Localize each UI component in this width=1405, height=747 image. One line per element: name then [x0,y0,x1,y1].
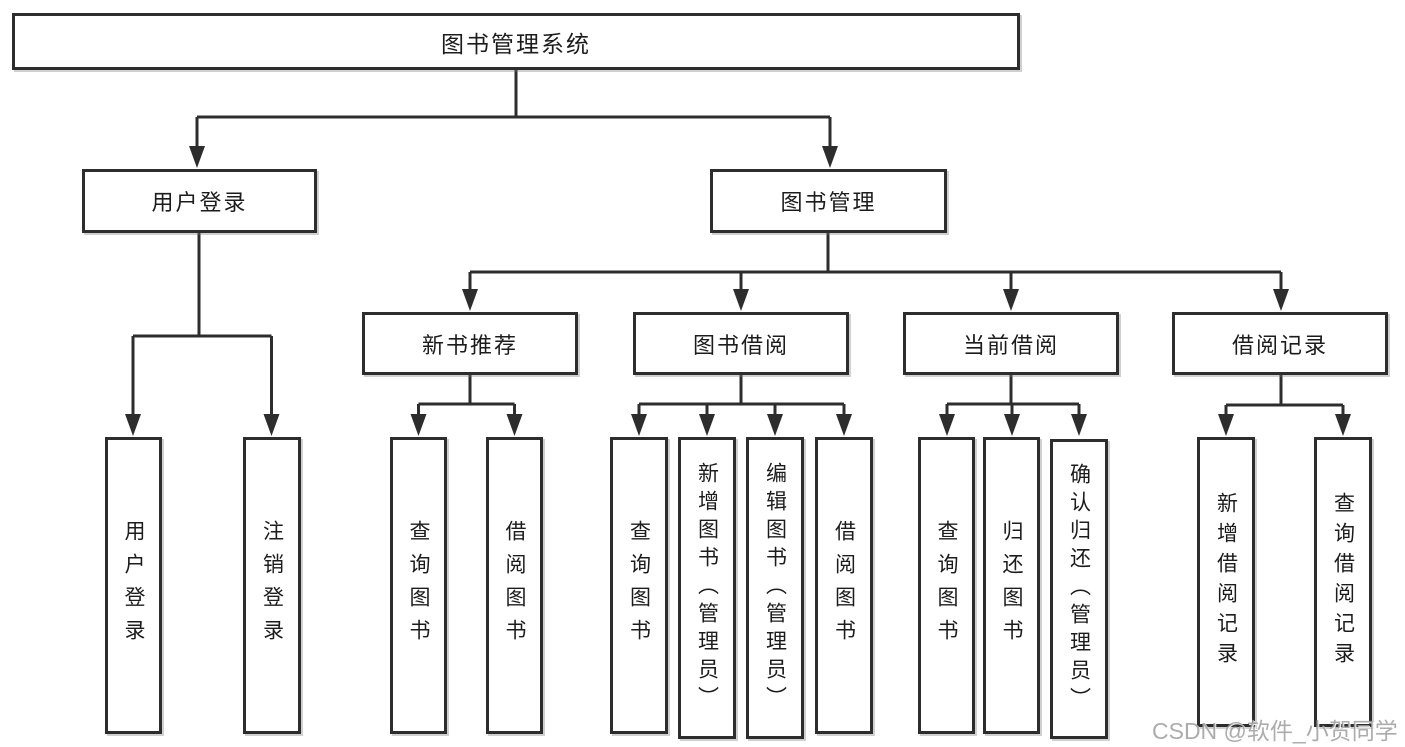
leaf-confirm-return-admin-label: 确认归还（管理员） [1067,463,1091,715]
node-root-label: 图书管理系统 [441,30,591,57]
leaf-user-login-label: 用户登录 [122,519,145,652]
node-borrow-record: 借阅记录 [1172,312,1388,375]
node-book-management-label: 图书管理 [780,190,877,215]
leaf-query-book-2-label: 查询图书 [627,519,651,652]
leaf-query-book-1-label: 查询图书 [407,519,430,652]
node-user-login-label: 用户登录 [151,190,248,215]
node-current-borrow: 当前借阅 [903,312,1119,375]
node-book-borrow: 图书借阅 [633,312,849,375]
node-book-management: 图书管理 [710,169,947,233]
leaf-user-login: 用户登录 [105,437,162,734]
leaf-return-book-label: 归还图书 [1000,519,1023,652]
leaf-query-borrow-record: 查询借阅记录 [1314,437,1372,727]
node-book-borrow-label: 图书借阅 [692,332,789,358]
node-new-book-recommend: 新书推荐 [362,312,578,375]
leaf-add-borrow-record-label: 新增借阅记录 [1214,492,1238,672]
leaf-edit-book-admin: 编辑图书（管理员） [746,437,804,739]
leaf-query-borrow-record-label: 查询借阅记录 [1331,492,1355,672]
leaf-borrow-book-1: 借阅图书 [486,437,543,734]
leaf-borrow-book-2: 借阅图书 [815,437,873,734]
leaf-query-book-3: 查询图书 [918,437,975,734]
leaf-query-book-2: 查询图书 [610,437,668,734]
leaf-add-book-admin-label: 新增图书（管理员） [695,462,719,714]
node-new-book-recommend-label: 新书推荐 [421,332,518,358]
leaf-add-book-admin: 新增图书（管理员） [678,437,736,739]
leaf-confirm-return-admin: 确认归还（管理员） [1050,439,1108,739]
leaf-logout: 注销登录 [243,437,301,734]
leaf-query-book-1: 查询图书 [390,437,447,734]
leaf-add-borrow-record: 新增借阅记录 [1197,437,1255,727]
csdn-watermark: CSDN @软件_小贺同学 [1152,718,1398,744]
node-root-system: 图书管理系统 [12,13,1020,70]
leaf-return-book: 归还图书 [983,437,1040,734]
node-user-login: 用户登录 [82,169,317,233]
leaf-edit-book-admin-label: 编辑图书（管理员） [763,462,787,714]
node-current-borrow-label: 当前借阅 [962,332,1059,358]
leaf-query-book-3-label: 查询图书 [935,519,958,652]
leaf-logout-label: 注销登录 [260,519,284,652]
leaf-borrow-book-1-label: 借阅图书 [503,519,526,652]
leaf-borrow-book-2-label: 借阅图书 [832,519,856,652]
arrowheads [125,146,1351,436]
node-borrow-record-label: 借阅记录 [1231,332,1328,358]
